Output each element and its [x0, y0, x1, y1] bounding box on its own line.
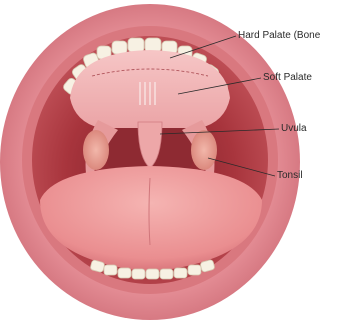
- label-soft-palate: Soft Palate: [263, 72, 312, 84]
- tonsil-left: [83, 130, 109, 170]
- label-uvula: Uvula: [281, 123, 307, 135]
- tonsil-right: [191, 130, 217, 170]
- label-hard-palate: Hard Palate (Bone: [238, 30, 320, 42]
- label-tonsil: Tonsil: [277, 170, 303, 182]
